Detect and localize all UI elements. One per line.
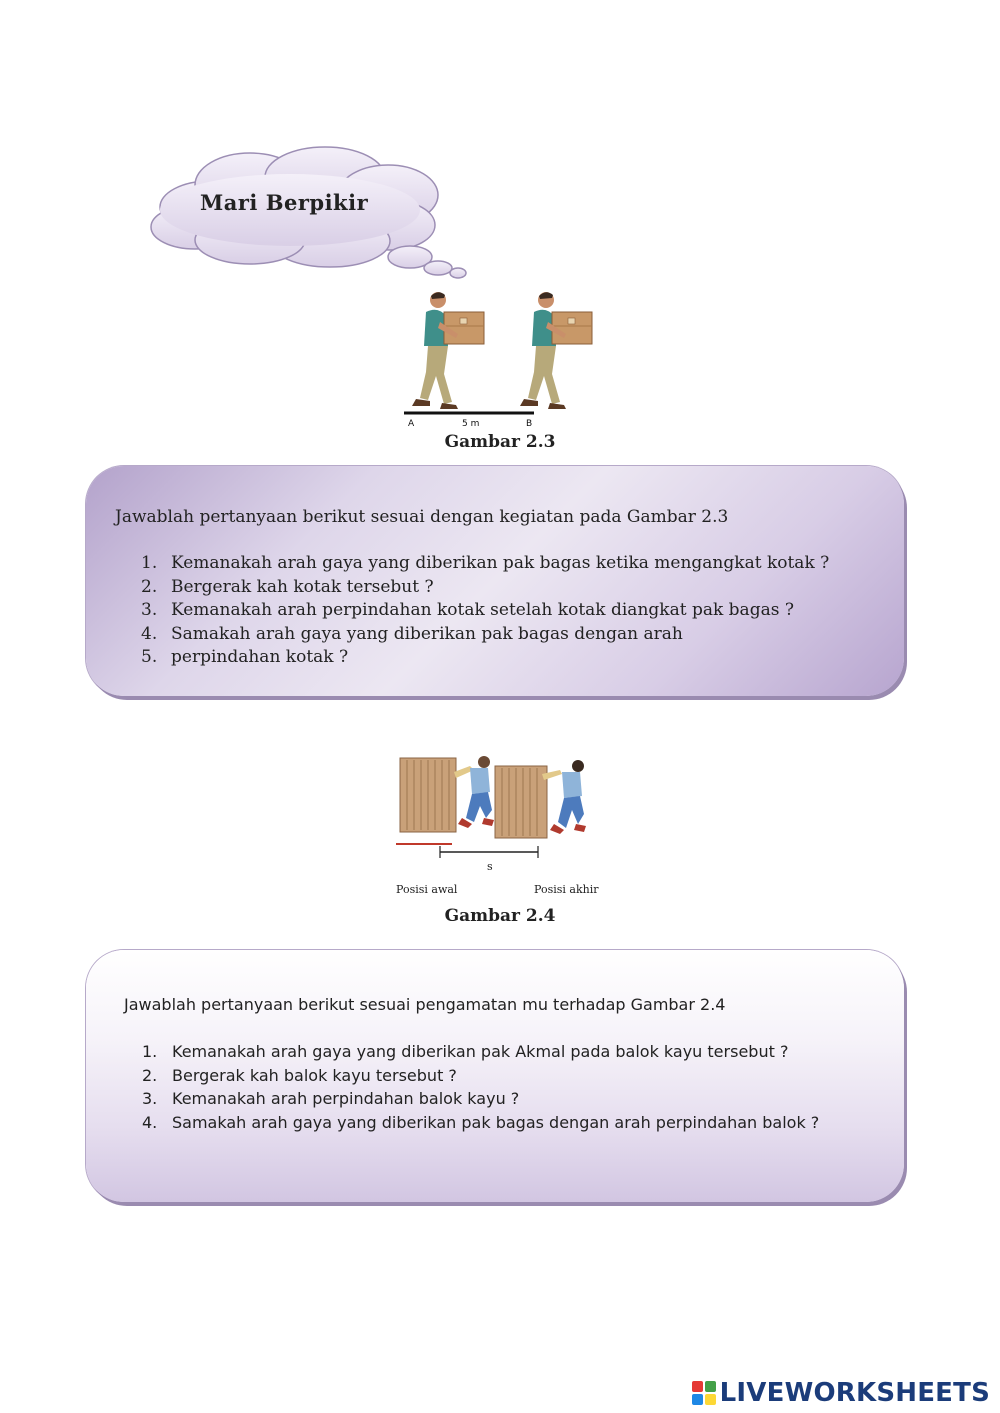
- person-at-a: [412, 292, 485, 409]
- question-item: 4.Samakah arah gaya yang diberikan pak b…: [142, 1112, 820, 1132]
- cloud-title: Mari Berpikir: [200, 190, 369, 215]
- crate-end: [494, 765, 548, 839]
- label-a: A: [408, 419, 415, 429]
- panel-1-intro: Jawablah pertanyaan berikut sesuai denga…: [115, 507, 729, 527]
- panel-1-question-list: 1.Kemanakah arah gaya yang diberikan pak…: [141, 552, 829, 670]
- question-item: 4.Samakah arah gaya yang diberikan pak b…: [141, 623, 683, 644]
- question-item: 5.perpindahan kotak ?: [141, 647, 349, 667]
- question-item: 2.Bergerak kah balok kayu tersebut ?: [142, 1065, 457, 1085]
- logo-text: LIVEWORKSHEETS: [719, 1378, 990, 1408]
- logo-badge-icon: [691, 1381, 716, 1405]
- question-item: 3.Kemanakah arah perpindahan kotak setel…: [141, 600, 794, 620]
- crate-start: [399, 757, 457, 833]
- question-panel-1: Jawablah pertanyaan berikut sesuai denga…: [86, 466, 904, 696]
- label-end-position: Posisi akhir: [534, 883, 599, 896]
- caption-figure-2-4: Gambar 2.4: [444, 906, 556, 926]
- liveworksheets-logo: LIVEWORKSHEETS: [691, 1376, 990, 1410]
- figure-pushing-crate: s Posisi awal Posisi akhir: [396, 756, 599, 896]
- person-pushing-end: [542, 760, 586, 834]
- question-item: 2.Bergerak kah kotak tersebut ?: [141, 576, 434, 597]
- label-s: s: [487, 860, 493, 873]
- panel-2-question-list: 1.Kemanakah arah gaya yang diberikan pak…: [142, 1040, 819, 1134]
- person-at-b: [520, 292, 593, 409]
- person-pushing-start: [454, 756, 494, 828]
- label-b: B: [526, 419, 532, 429]
- question-item: 3.Kemanakah arah perpindahan balok kayu …: [142, 1089, 520, 1108]
- logo-tile: [704, 1394, 716, 1405]
- question-panel-2: Jawablah pertanyaan berikut sesuai penga…: [86, 950, 904, 1202]
- question-item: 1.Kemanakah arah gaya yang diberikan pak…: [141, 553, 830, 573]
- label-start-position: Posisi awal: [396, 883, 458, 896]
- logo-tile: [691, 1381, 703, 1392]
- logo-tile: [691, 1394, 703, 1405]
- figure-carrying-box: A 5 m B: [404, 292, 593, 429]
- label-distance: 5 m: [462, 419, 479, 429]
- panel-2-intro: Jawablah pertanyaan berikut sesuai penga…: [124, 995, 726, 1014]
- thought-cloud: [150, 146, 467, 279]
- logo-tile: [704, 1381, 716, 1392]
- caption-figure-2-3: Gambar 2.3: [444, 432, 556, 452]
- question-item: 1.Kemanakah arah gaya yang diberikan pak…: [142, 1042, 789, 1061]
